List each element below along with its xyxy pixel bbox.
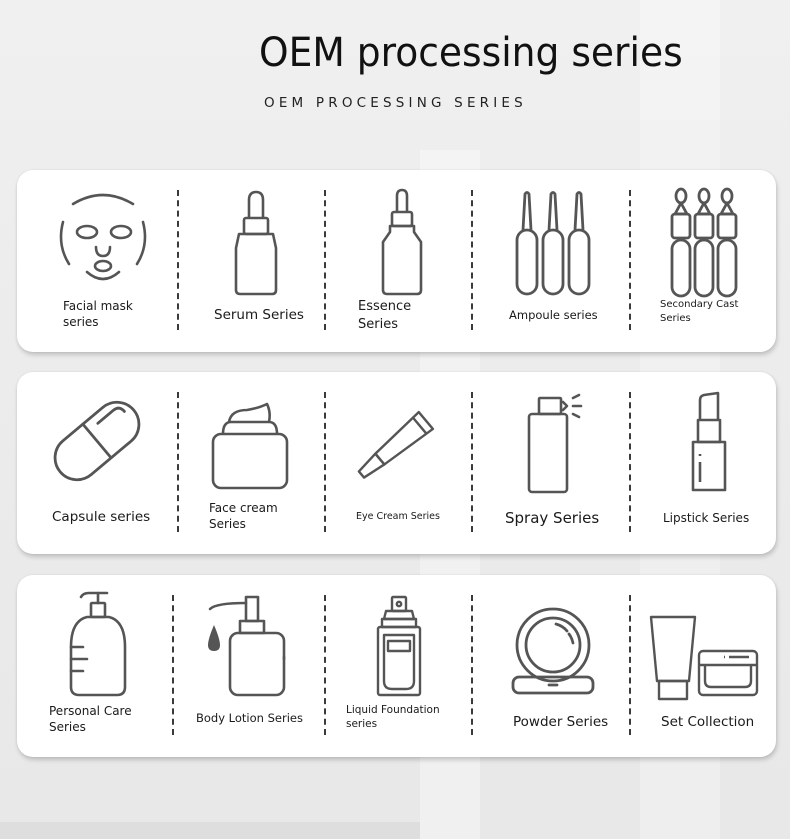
body-lotion-pump-icon	[206, 595, 288, 699]
dashed-divider	[471, 190, 473, 330]
series-label: Capsule series	[52, 509, 151, 525]
series-label: Set Collection	[661, 714, 755, 730]
series-item-liquid-foundation[interactable]: Liquid Foundation series	[324, 575, 471, 757]
secondary-cast-ampoule-icon	[670, 187, 738, 298]
page-subtitle: OEM PROCESSING SERIES	[264, 95, 527, 111]
series-item-face-cream[interactable]: Face cream Series	[177, 372, 324, 554]
series-label: Personal Care Series	[49, 704, 132, 735]
series-label: Secondary Cast Series	[660, 299, 739, 324]
series-item-body-lotion[interactable]: Body Lotion Series	[172, 575, 324, 757]
dashed-divider	[324, 392, 326, 532]
series-item-facial-mask[interactable]: Facial mask series	[17, 170, 177, 352]
series-label: Eye Cream Series	[356, 511, 440, 522]
series-item-serum[interactable]: Serum Series	[177, 170, 324, 352]
background-streak	[0, 822, 420, 839]
dashed-divider	[471, 595, 473, 735]
series-label: Body Lotion Series	[196, 711, 303, 725]
series-item-powder[interactable]: Powder Series	[471, 575, 629, 757]
dashed-divider	[629, 595, 631, 735]
spray-bottle-icon	[527, 393, 589, 494]
page-title: OEM processing series	[259, 30, 683, 76]
series-label: Ampoule series	[509, 308, 598, 322]
dashed-divider	[471, 392, 473, 532]
series-item-personal-care[interactable]: Personal Care Series	[17, 575, 172, 757]
series-item-set-collection[interactable]: Set Collection	[629, 575, 776, 757]
face-cream-jar-icon	[211, 402, 289, 492]
liquid-foundation-bottle-icon	[376, 595, 424, 697]
dashed-divider	[177, 190, 179, 330]
series-label: Liquid Foundation series	[346, 704, 440, 731]
series-item-capsule[interactable]: Capsule series	[17, 372, 177, 554]
pump-bottle-icon	[67, 591, 129, 701]
eye-cream-tube-icon	[354, 398, 444, 488]
series-label: Serum Series	[214, 307, 304, 323]
series-card-row-3: Personal Care Series Body Lotion Series	[17, 575, 776, 757]
series-item-spray[interactable]: Spray Series	[471, 372, 629, 554]
series-item-eye-cream[interactable]: Eye Cream Series	[324, 372, 471, 554]
powder-compact-icon	[511, 607, 595, 697]
dashed-divider	[324, 595, 326, 735]
series-label: Essence Series	[358, 299, 412, 332]
series-card-row-2: Capsule series Face cream Series	[17, 372, 776, 554]
dashed-divider	[172, 595, 174, 735]
capsule-icon	[47, 394, 147, 488]
dashed-divider	[177, 392, 179, 532]
dashed-divider	[324, 190, 326, 330]
series-label: Face cream Series	[209, 501, 278, 532]
series-label: Spray Series	[505, 509, 600, 527]
series-item-ampoule[interactable]: Ampoule series	[471, 170, 629, 352]
series-label: Facial mask series	[63, 299, 133, 330]
series-item-secondary-cast[interactable]: Secondary Cast Series	[629, 170, 776, 352]
ampoule-icon	[515, 190, 591, 296]
dashed-divider	[629, 392, 631, 532]
series-label: Lipstick Series	[663, 511, 750, 525]
tube-and-jar-set-icon	[649, 615, 759, 701]
lipstick-icon	[691, 391, 727, 494]
serum-dropper-bottle-icon	[233, 190, 279, 296]
facial-mask-icon	[55, 190, 151, 286]
series-label: Powder Series	[513, 714, 609, 730]
series-item-lipstick[interactable]: Lipstick Series	[629, 372, 776, 554]
essence-dropper-bottle-icon	[380, 188, 424, 298]
dashed-divider	[629, 190, 631, 330]
series-item-essence[interactable]: Essence Series	[324, 170, 471, 352]
series-card-row-1: Facial mask series Serum Series Essence	[17, 170, 776, 352]
